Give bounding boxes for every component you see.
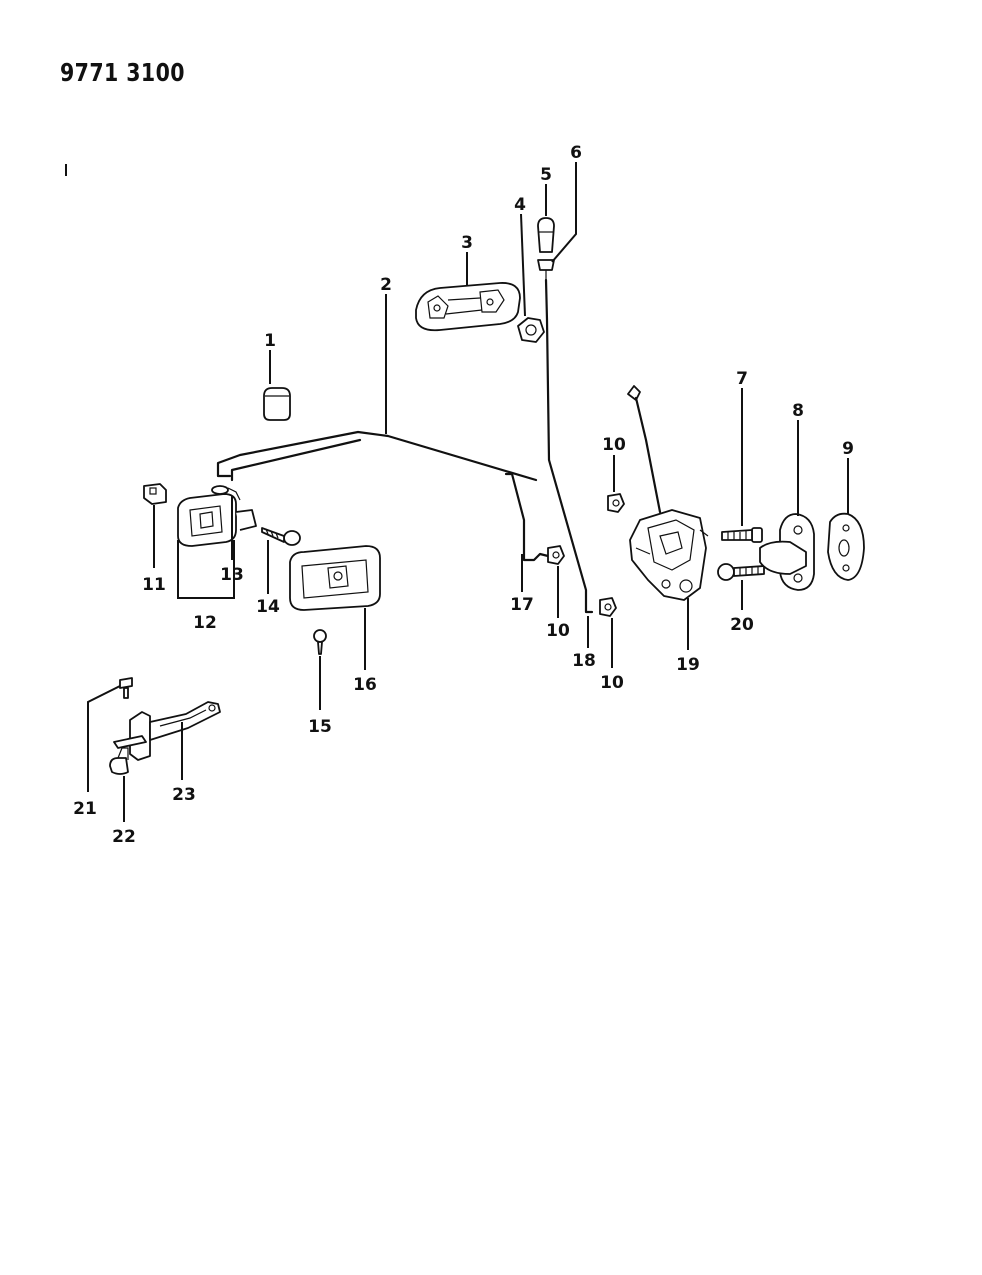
part-10-clip-b xyxy=(547,545,565,565)
callout-19: 19 xyxy=(676,655,700,675)
part-14-screw xyxy=(261,527,301,546)
callout-21: 21 xyxy=(73,799,97,819)
callout-8: 8 xyxy=(792,401,804,421)
part-9-shim xyxy=(827,512,865,581)
callout-5: 5 xyxy=(540,165,552,185)
callout-3: 3 xyxy=(461,233,473,253)
part-4-nut xyxy=(517,317,545,343)
part-6-bushing xyxy=(537,259,555,280)
callout-14: 14 xyxy=(256,597,280,617)
callout-7: 7 xyxy=(736,369,748,389)
part-12-inside-handle xyxy=(177,493,257,547)
part-22-bolt xyxy=(109,747,129,775)
callout-10-c: 10 xyxy=(600,673,624,693)
part-15-screw xyxy=(313,629,327,655)
callout-10-b: 10 xyxy=(546,621,570,641)
callout-6: 6 xyxy=(570,143,582,163)
part-17-link-rod xyxy=(504,472,550,562)
part-10-clip-c xyxy=(599,597,617,617)
callout-11: 11 xyxy=(142,575,166,595)
part-20-screw xyxy=(717,563,765,581)
part-5-lock-knob xyxy=(537,217,555,253)
callout-20: 20 xyxy=(730,615,754,635)
part-1-cap xyxy=(263,387,291,421)
callout-1: 1 xyxy=(264,331,276,351)
part-2-rod xyxy=(216,430,538,482)
part-3-outside-handle xyxy=(415,282,521,332)
part-21-pin xyxy=(119,677,133,699)
part-16-bezel xyxy=(289,545,381,611)
part-18-lock-rod xyxy=(544,278,594,614)
callout-13: 13 xyxy=(220,565,244,585)
callout-labels: 1 2 3 4 5 6 7 8 9 10 10 10 11 12 13 14 1… xyxy=(73,143,854,847)
callout-18: 18 xyxy=(572,651,596,671)
callout-23: 23 xyxy=(172,785,196,805)
leader-lines xyxy=(65,162,849,822)
part-19-door-latch xyxy=(627,385,709,601)
part-8-striker xyxy=(759,513,815,591)
callout-16: 16 xyxy=(353,675,377,695)
part-13-spring-clip xyxy=(211,485,241,501)
callout-2: 2 xyxy=(380,275,392,295)
callout-15: 15 xyxy=(308,717,332,737)
callout-22: 22 xyxy=(112,827,136,847)
callout-9: 9 xyxy=(842,439,854,459)
callout-10-a: 10 xyxy=(602,435,626,455)
part-10-clip-a xyxy=(607,493,625,513)
callout-17: 17 xyxy=(510,595,534,615)
callout-4: 4 xyxy=(514,195,526,215)
part-7-screw xyxy=(721,527,763,543)
part-11-clip xyxy=(143,483,167,505)
callout-12: 12 xyxy=(193,613,217,633)
document-id: 9771 3100 xyxy=(60,58,185,87)
part-23-door-check xyxy=(113,701,221,761)
